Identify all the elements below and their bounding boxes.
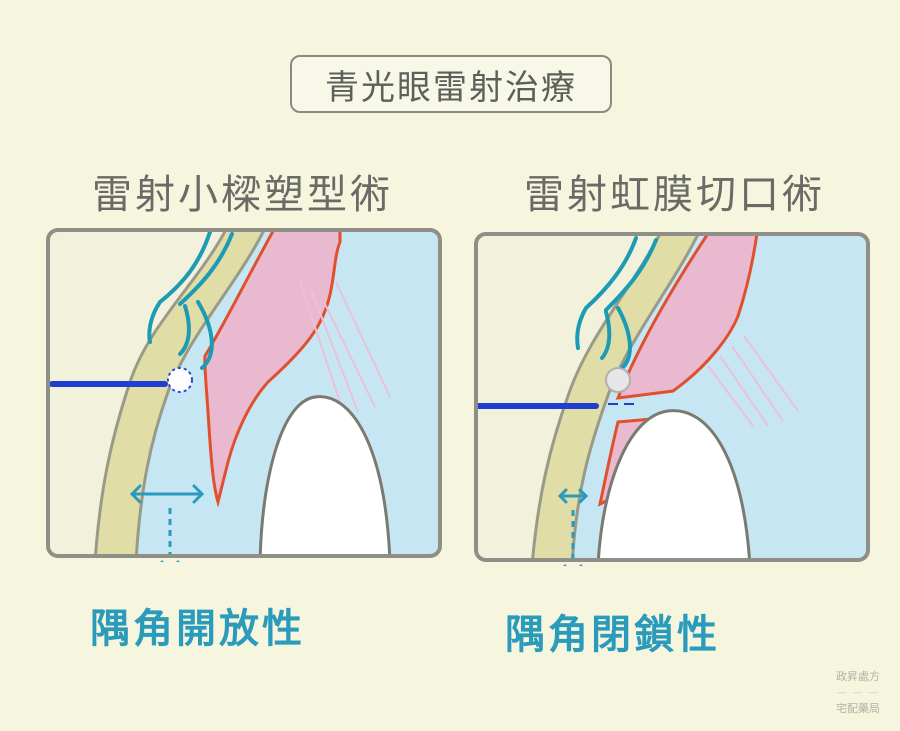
- cornea-sclera: [530, 234, 705, 560]
- diagram-title: 青光眼雷射治療: [290, 55, 612, 113]
- iris-upper: [615, 234, 760, 400]
- closed-angle-label: 隅角閉鎖性: [505, 612, 720, 658]
- zonule-fibers: [707, 335, 799, 427]
- watermark-separator: — — —: [836, 687, 880, 698]
- watermark-line-1: 政昇處方: [836, 670, 880, 683]
- zonule-fibers: [299, 281, 391, 413]
- angle-width-arrow: [129, 484, 205, 504]
- lens: [596, 409, 752, 560]
- watermark: 政昇處方 — — — 宅配藥局: [824, 668, 892, 718]
- panel-title-trabeculoplasty: 雷射小樑塑型術: [92, 172, 393, 218]
- schlemm-canal: [147, 230, 234, 370]
- closed-angle-illustration: [474, 232, 870, 566]
- open-angle-label: 隅角開放性: [90, 606, 305, 652]
- panel-title-iridotomy: 雷射虹膜切口術: [524, 172, 825, 218]
- iridotomy-hole: [605, 367, 631, 393]
- laser-spot: [167, 367, 193, 393]
- cornea-sclera: [93, 230, 271, 556]
- lens: [258, 395, 392, 556]
- outer-region: [48, 230, 230, 556]
- open-angle-illustration: [46, 228, 442, 562]
- outer-region: [476, 234, 664, 560]
- schlemm-canal: [575, 236, 658, 372]
- watermark-line-2: 宅配藥局: [836, 701, 880, 715]
- angle-width-arrow: [557, 488, 589, 504]
